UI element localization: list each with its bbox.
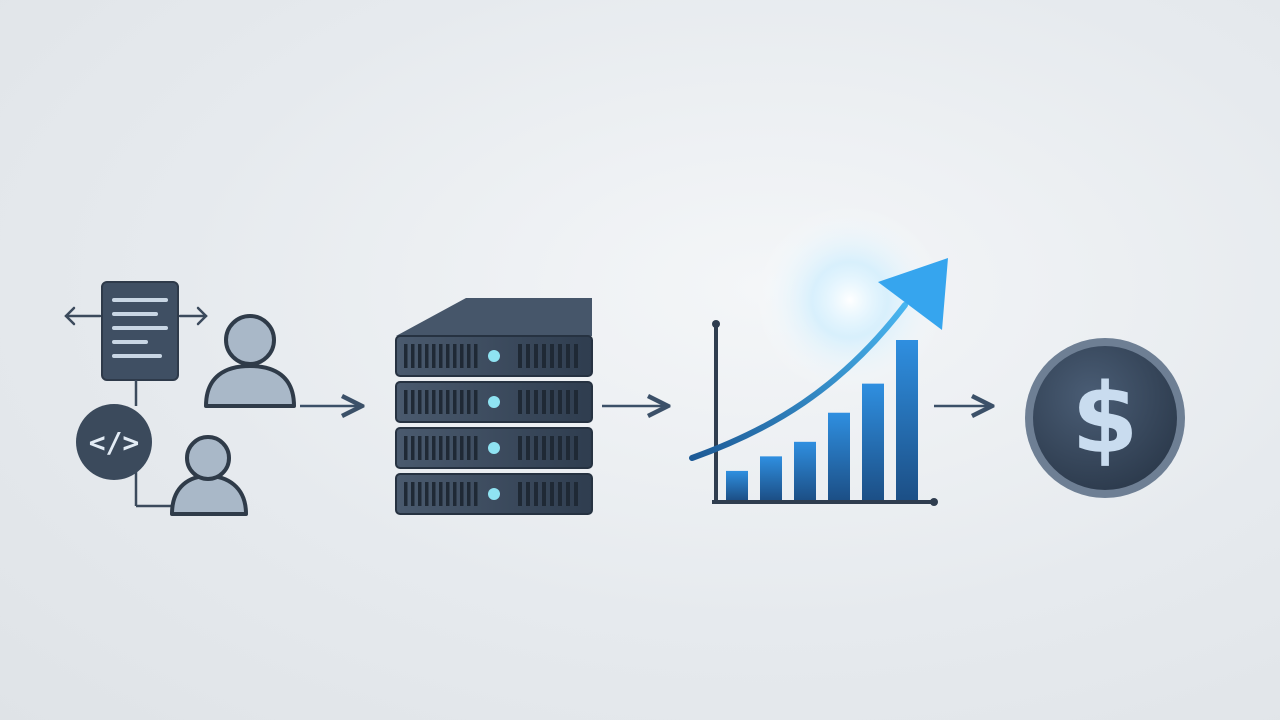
growth-chart-icon — [689, 205, 948, 506]
person-icon — [204, 314, 296, 408]
bidirectional-arrow-icon — [64, 306, 208, 326]
server-led — [488, 350, 500, 362]
server-stack-icon — [395, 298, 593, 515]
chart-bar — [896, 340, 918, 500]
server-led — [488, 442, 500, 454]
chart-bar — [726, 470, 748, 500]
server-unit — [395, 335, 593, 377]
chart-bar — [862, 383, 884, 500]
developer-team-icon: </> — [64, 281, 296, 516]
server-top — [396, 298, 592, 336]
chart-bar — [760, 456, 782, 500]
trend-arrow-head — [878, 258, 948, 330]
server-unit — [395, 473, 593, 515]
dollar-symbol: $ — [1072, 363, 1139, 475]
server-led — [488, 488, 500, 500]
server-unit — [395, 381, 593, 423]
server-led — [488, 396, 500, 408]
code-badge-text: </> — [89, 426, 140, 459]
document-lines-icon — [101, 281, 179, 381]
server-unit — [395, 427, 593, 469]
code-badge-icon: </> — [76, 404, 152, 480]
chart-bar — [794, 441, 816, 500]
trend-arrow-line — [689, 302, 908, 461]
dollar-coin-icon: $ — [1025, 338, 1185, 498]
person-icon — [170, 435, 248, 516]
chart-bar — [828, 412, 850, 500]
